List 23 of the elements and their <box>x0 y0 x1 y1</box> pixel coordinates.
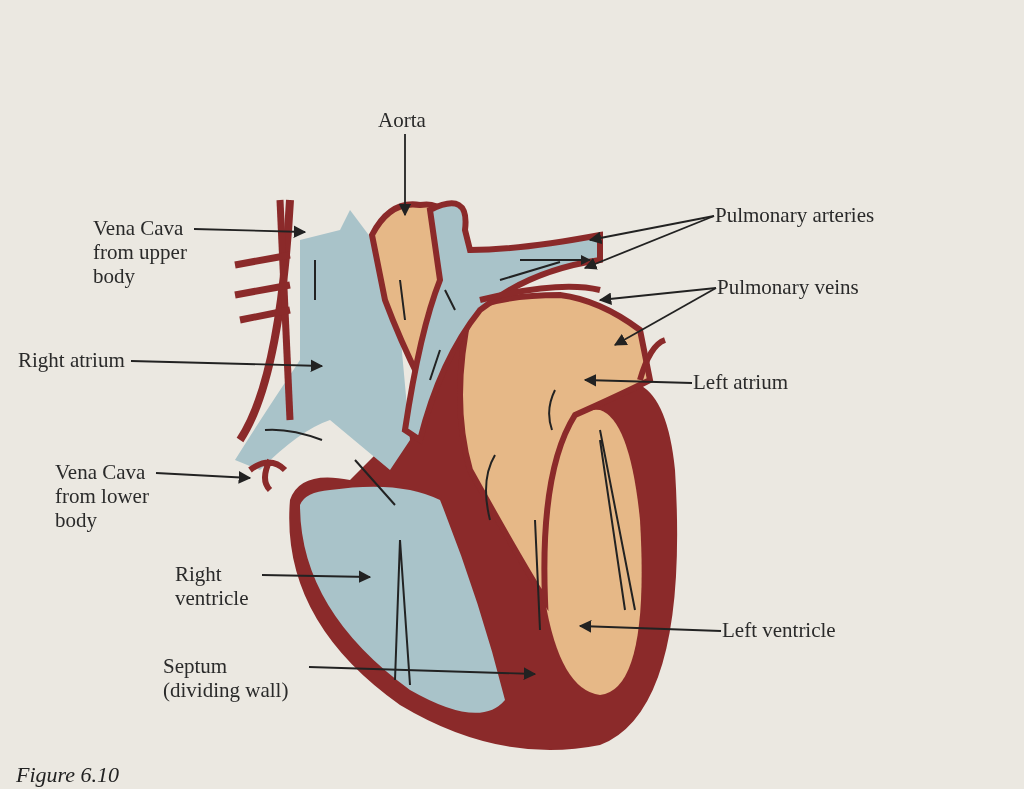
part-label: Vena Cava from lower body <box>55 460 155 532</box>
leader-line <box>155 471 252 484</box>
part-label: Vena Cava from upper body <box>93 216 193 288</box>
part-label: Aorta <box>378 108 458 132</box>
leader-line <box>598 287 717 306</box>
part-label: Left atrium <box>693 370 863 394</box>
leader-line <box>583 215 715 270</box>
part-label: Septum (dividing wall) <box>163 654 308 702</box>
leader-line <box>583 374 693 387</box>
part-label: Pulmonary veins <box>717 275 957 299</box>
leader-line <box>261 570 372 584</box>
figure-caption: Figure 6.10 <box>16 762 120 788</box>
leader-line <box>130 359 324 372</box>
leader-line <box>588 215 715 245</box>
leader-line <box>398 133 412 217</box>
part-label: Right ventricle <box>175 562 261 610</box>
leader-line <box>193 225 307 238</box>
part-label: Right atrium <box>18 348 130 372</box>
part-label: Pulmonary arteries <box>715 203 975 227</box>
part-label: Left ventricle <box>722 618 912 642</box>
leader-line <box>308 666 537 680</box>
leader-line <box>578 620 722 633</box>
leader-line <box>613 287 717 346</box>
